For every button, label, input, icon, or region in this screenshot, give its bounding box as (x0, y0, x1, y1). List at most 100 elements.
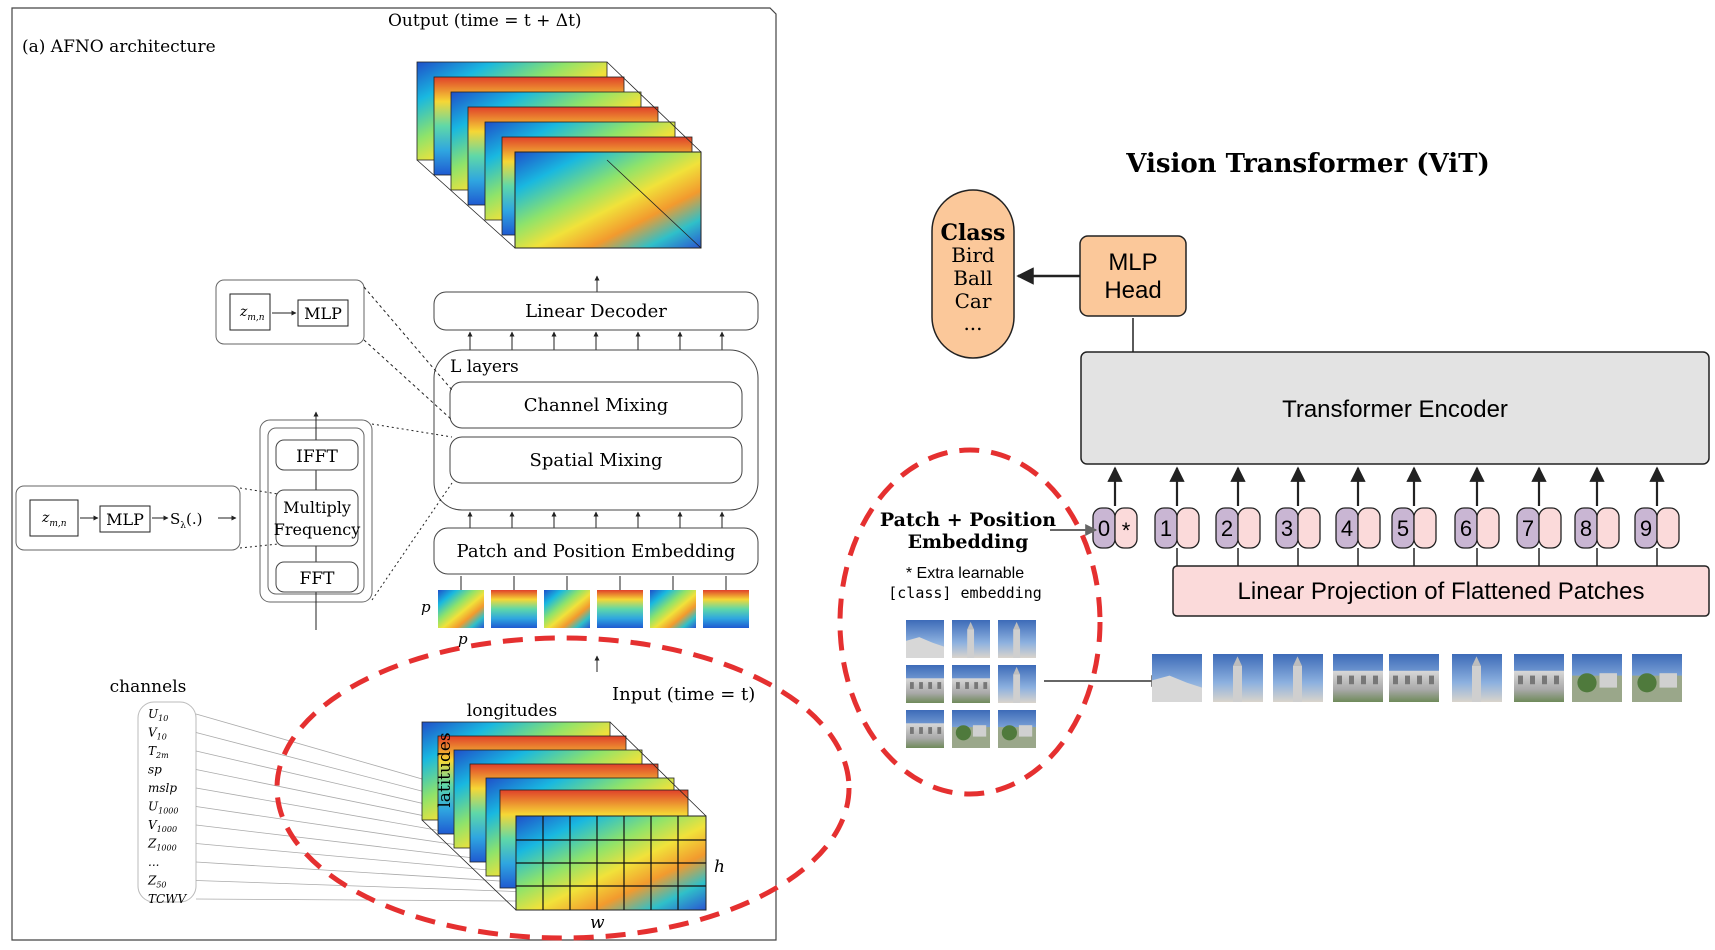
l-layers-label: L layers (450, 357, 519, 377)
class-item-ball: Ball (953, 266, 992, 290)
s-lambda-label: Sλ(.) (170, 510, 202, 531)
channel-item: TCWV (148, 892, 188, 906)
class-item-car: Car (955, 289, 992, 313)
channels-list-box (137, 701, 197, 903)
linear-projection-label: Linear Projection of Flattened Patches (1238, 578, 1645, 605)
spatial-mixing-label: Spatial Mixing (530, 450, 663, 471)
flattened-patch (1389, 654, 1439, 702)
patch-size-p-vertical: p (421, 598, 431, 616)
input-patch-tiles (438, 576, 749, 628)
flattened-patch (1152, 654, 1202, 702)
transformer-encoder-box (1080, 351, 1710, 465)
afno-panel-border (11, 7, 777, 941)
token-2: 2 (1215, 466, 1261, 566)
highlight-ellipse-input (274, 635, 852, 941)
token-index-label: 9 (1640, 516, 1652, 541)
flattened-patch (1333, 654, 1383, 702)
w-label: w (590, 913, 605, 933)
channel-item: V10 (148, 726, 167, 742)
embedded-token-row: 0* 1 2 3 4 5 6 7 8 9 (1092, 466, 1680, 566)
flattened-patch (1273, 654, 1323, 702)
linear-decoder-label: Linear Decoder (525, 301, 667, 322)
channel-item: U1000 (148, 800, 178, 816)
channel-mixing-label: Channel Mixing (524, 395, 669, 416)
output-map-stack (416, 61, 702, 249)
token-index-label: 8 (1580, 516, 1592, 541)
channel-mixing-box (449, 381, 743, 429)
multiply-label: Multiply (283, 498, 351, 517)
patch-position-line2: Embedding (908, 531, 1029, 553)
token-index-label: 7 (1522, 516, 1534, 541)
grid-image-patch (906, 710, 944, 748)
token-5: 5 (1391, 466, 1437, 566)
ifft-label: IFFT (296, 447, 338, 467)
frequency-label: Frequency (274, 520, 361, 539)
patch-position-line1: Patch + Position (880, 509, 1056, 531)
token-0: 0* (1092, 466, 1138, 549)
mlp-label-bottom: MLP (106, 510, 144, 529)
grid-image-patch (998, 620, 1036, 658)
token-7: 7 (1516, 466, 1562, 566)
class-embedding-note: [class] embedding (888, 584, 1042, 602)
class-title: Class (941, 220, 1006, 246)
channel-item: V1000 (148, 818, 177, 834)
channels-title: channels (110, 677, 187, 697)
grid-image-patch (952, 710, 990, 748)
channel-item: mslp (148, 781, 177, 795)
channel-item: Z50 (147, 874, 167, 890)
vit-title: Vision Transformer (ViT) (1125, 149, 1490, 179)
token-3: 3 (1275, 466, 1321, 566)
grid-image-patch (952, 665, 990, 703)
mlp-head-line2: Head (1104, 277, 1161, 304)
patch-size-p-horizontal: p (458, 630, 468, 648)
token-index-label: 0 (1098, 516, 1110, 541)
flattened-patch (1514, 654, 1564, 702)
grid-image-patch (998, 665, 1036, 703)
token-8: 8 (1574, 466, 1620, 566)
input-label: Input (time = t) (612, 684, 755, 705)
flattened-patch (1213, 654, 1263, 702)
token-index-label: 6 (1460, 516, 1472, 541)
token-index-label: 2 (1221, 516, 1233, 541)
class-output-pill (931, 189, 1015, 359)
patch-embedding-label: Patch and Position Embedding (457, 541, 736, 562)
spatial-mixing-box (449, 436, 743, 484)
mlp-label-top: MLP (304, 304, 342, 323)
token-index-label: 3 (1281, 516, 1293, 541)
afno-caption: (a) AFNO architecture (22, 37, 216, 57)
channel-item: T2m (148, 744, 169, 760)
mlp-head-line1: MLP (1108, 249, 1157, 276)
flattened-patch (1632, 654, 1682, 702)
token-index-label: 5 (1397, 516, 1409, 541)
token-index-label: 1 (1160, 516, 1172, 541)
latitudes-label: latitudes (435, 732, 455, 807)
flattened-patch-row (1152, 654, 1682, 702)
flattened-patch (1452, 654, 1502, 702)
z-mn-label-top: zm,n (239, 304, 265, 323)
input-map-stack (421, 721, 707, 911)
token-index-label: 4 (1341, 516, 1353, 541)
channel-item: ... (148, 855, 159, 869)
patch-embedding-box (433, 527, 759, 575)
class-item-bird: Bird (951, 243, 995, 267)
token-6: 6 (1454, 466, 1500, 566)
token-4: 4 (1335, 466, 1381, 566)
z-mn-label-bottom: zm,n (41, 510, 67, 529)
mlp-head-box (1079, 235, 1187, 317)
output-label: Output (time = t + Δt) (388, 11, 582, 31)
transformer-encoder-label: Transformer Encoder (1282, 396, 1508, 423)
channel-item: U10 (148, 707, 168, 723)
grid-image-patch (998, 710, 1036, 748)
token-9: 9 (1634, 466, 1680, 566)
extra-learnable-note: * Extra learnable (906, 565, 1024, 582)
grid-image-patch (906, 665, 944, 703)
highlight-ellipse-embedding (837, 447, 1103, 797)
source-image-grid (906, 620, 1036, 748)
h-label: h (714, 857, 725, 877)
fft-label: FFT (300, 569, 336, 589)
channel-item: sp (148, 763, 162, 777)
linear-decoder-box (433, 291, 759, 331)
